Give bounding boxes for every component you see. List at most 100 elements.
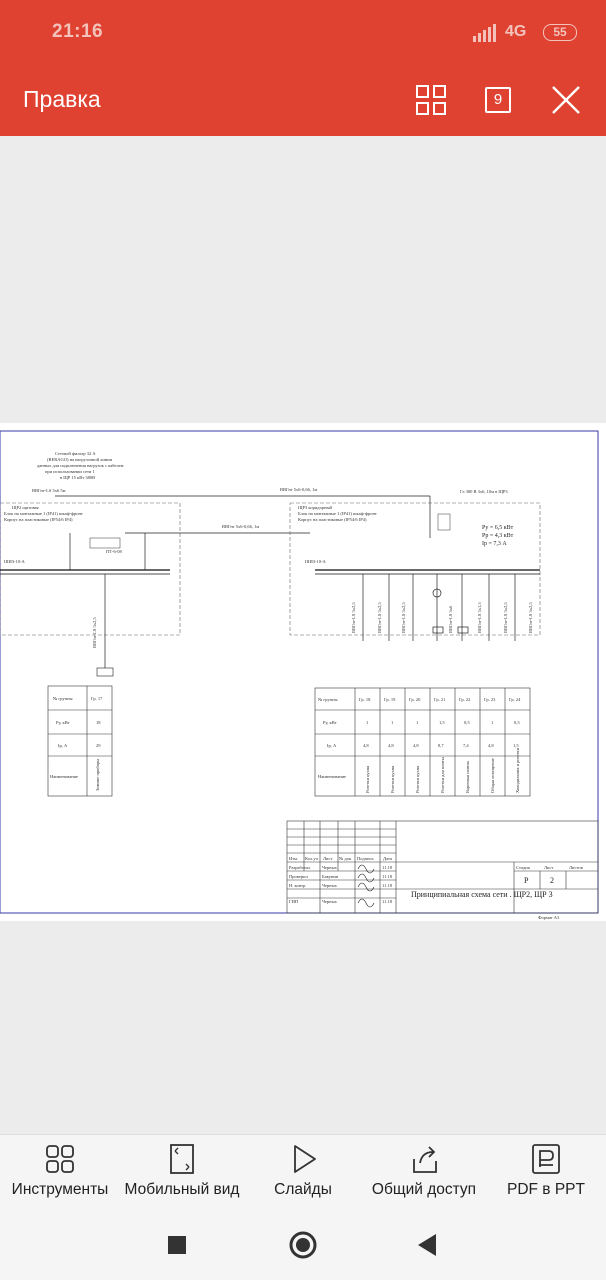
design-param-2: Рр = 4,3 кВт (482, 533, 514, 539)
right-table-pu-1: 1 (366, 720, 368, 725)
stage-label: Стадия (516, 865, 530, 870)
stage-value: Р (524, 876, 529, 885)
svg-text:Блок на монтажные 1 (IP41) шка: Блок на монтажные 1 (IP41) шкаф-фронт (298, 511, 377, 516)
left-table-v2: 18 (96, 720, 101, 725)
svg-text:данных для подключения нагрузо: данных для подключения нагрузок с кабеле… (37, 463, 124, 468)
svg-text:(RERAGO) на нагрузочной линии: (RERAGO) на нагрузочной линии (47, 457, 113, 462)
system-nav-bar (0, 1210, 606, 1280)
tools-button[interactable]: Инструменты (0, 1143, 120, 1199)
right-table-name-0: Наименование (318, 774, 346, 779)
tools-icon (46, 1145, 74, 1173)
right-table-pu-3: 1 (416, 720, 418, 725)
panel-left-label: ЩР2 щитовая (12, 505, 39, 510)
right-table-pu-0: Ру, кВт (323, 720, 337, 726)
slides-button[interactable]: Слайды (244, 1143, 362, 1199)
svg-text:Гл 380 В 3х6, 10м в ЩР3: Гл 380 В 3х6, 10м в ЩР3 (460, 489, 508, 495)
document-page[interactable]: Сетевой фильтр 32 А (RERAGO) на нагрузоч… (0, 423, 606, 921)
right-table-name-1: Розетки кухня (365, 766, 370, 793)
play-icon (294, 1145, 316, 1173)
left-table-h2: Ру, кВт (56, 720, 70, 726)
sheet-title: Принципиальная схема сети . ЩР2, ЩР 3 (411, 890, 553, 899)
title-block-h5: Дата (383, 856, 392, 861)
signature-marks (357, 864, 375, 908)
svg-text:ВВГнг-LS 3х6: ВВГнг-LS 3х6 (448, 605, 453, 633)
sheet-label: Лист (544, 865, 553, 870)
right-table-header-5: Гр. 22 (459, 697, 470, 702)
right-table-pu-7: 0,5 (514, 720, 520, 726)
right-table-name-7: Холодильник и розетки (515, 747, 520, 793)
right-table-header-6: Гр. 23 (484, 697, 496, 702)
back-button[interactable] (410, 1228, 444, 1262)
recent-apps-button[interactable] (160, 1228, 194, 1262)
svg-text:ШИЗ-10-А: ШИЗ-10-А (305, 559, 327, 564)
page-count: 9 (485, 87, 511, 113)
role-norm-control: Н. контр (289, 883, 306, 888)
right-table-name-5: Варочная панель (465, 761, 470, 793)
right-table-ip-3: 4,8 (413, 743, 419, 749)
signal-icon (473, 24, 496, 42)
right-table-ip-0: Iр, А (327, 743, 337, 749)
right-table-pu-6: 1 (491, 720, 493, 725)
svg-text:ВВГнг-LS 3х2,5: ВВГнг-LS 3х2,5 (528, 602, 534, 633)
left-table-v3: 29 (96, 743, 101, 748)
grid-view-button[interactable] (411, 80, 451, 120)
right-table-name-4: Розетки для плиты (440, 757, 445, 793)
share-icon (413, 1146, 437, 1173)
right-table-header-2: Гр. 19 (384, 697, 396, 702)
svg-text:ВВГнг-LS 3х1,5: ВВГнг-LS 3х1,5 (477, 602, 483, 633)
left-table-h3: Iр, А (58, 743, 68, 749)
svg-text:в ЩР 15 кВт 380В: в ЩР 15 кВт 380В (60, 475, 95, 480)
right-table-name-3: Розетки кухня (415, 766, 420, 793)
title-block-h3: № док (339, 856, 352, 861)
design-param-3: Iр = 7,3 А (482, 541, 507, 547)
network-type: 4G (505, 23, 527, 40)
mobile-view-button[interactable]: Мобильный вид (120, 1143, 244, 1199)
page-count-button[interactable]: 9 (478, 80, 518, 120)
battery-level: 55 (553, 25, 567, 39)
electrical-schematic: Сетевой фильтр 32 А (RERAGO) на нагрузоч… (0, 430, 599, 920)
right-table-header-1: Гр. 18 (359, 697, 371, 702)
tools-label: Инструменты (11, 1181, 109, 1198)
app-bar: 21:16 4G 55 Правка 9 (0, 0, 606, 136)
svg-text:ВВГнг-LS 3х2,5: ВВГнг-LS 3х2,5 (503, 602, 509, 633)
date-norm-control: 11.18 (382, 883, 393, 888)
svg-text:Блок на монтажные 1 (IP41) шка: Блок на монтажные 1 (IP41) шкаф-фронт (4, 511, 83, 516)
pdf-to-ppt-label: PDF в PPT (507, 1181, 585, 1198)
svg-text:ВВГнг-LS 5х6 5м: ВВГнг-LS 5х6 5м (32, 488, 66, 493)
svg-text:ПТ-6-08: ПТ-6-08 (106, 549, 122, 554)
pdf-to-ppt-button[interactable]: PDF в PPT (486, 1143, 606, 1199)
role-chief-engineer: ГИП (289, 899, 299, 904)
sheet-value: 2 (550, 876, 554, 885)
svg-text:Корпус на пластиковые (IP54/6: Корпус на пластиковые (IP54/6 IP4) (298, 517, 367, 522)
right-table-ip-5: 7,4 (463, 743, 469, 749)
mobile-view-icon (170, 1144, 194, 1174)
right-table-header-4: Гр. 21 (434, 697, 445, 702)
home-button[interactable] (286, 1228, 320, 1262)
right-table-pu-2: 1 (391, 720, 393, 725)
left-table-v1: Гр. 17 (91, 696, 103, 701)
right-table-pu-4: 1,5 (439, 720, 445, 726)
date-checker: 11.18 (382, 874, 393, 879)
name-developer: Черных (322, 865, 338, 870)
close-button[interactable] (546, 80, 586, 120)
left-table-v4: Зимние приборы (95, 759, 100, 791)
share-button[interactable]: Общий доступ (362, 1143, 486, 1199)
format-label: Формат А3 (538, 915, 560, 920)
cable-mid-label: ВВГнг 5х6-0,66, 1м (222, 524, 259, 530)
role-checker: Проверил (289, 874, 309, 879)
share-label: Общий доступ (371, 1181, 477, 1198)
title-block-h4: Подпись (357, 856, 374, 861)
close-icon (552, 86, 580, 114)
mobile-view-label: Мобильный вид (124, 1181, 240, 1198)
svg-text:ВВГнг-LS 3х2,5: ВВГнг-LS 3х2,5 (401, 602, 407, 633)
status-bar: 21:16 4G 55 (0, 0, 606, 66)
sheets-label: Листов (569, 865, 583, 870)
svg-text:Сетевой фильтр 32 А: Сетевой фильтр 32 А (55, 451, 96, 456)
svg-text:ВВГнг-LS 3х2,5: ВВГнг-LS 3х2,5 (92, 617, 98, 648)
svg-text:при использовании сети 1: при использовании сети 1 (45, 469, 95, 474)
title-block-h1: Кол.уч (305, 856, 319, 861)
right-table-header-0: № группы (318, 697, 338, 702)
grid-icon (416, 85, 446, 115)
title-block-h0: Изм. (289, 856, 298, 861)
right-table-ip-4: 8,7 (438, 743, 444, 749)
